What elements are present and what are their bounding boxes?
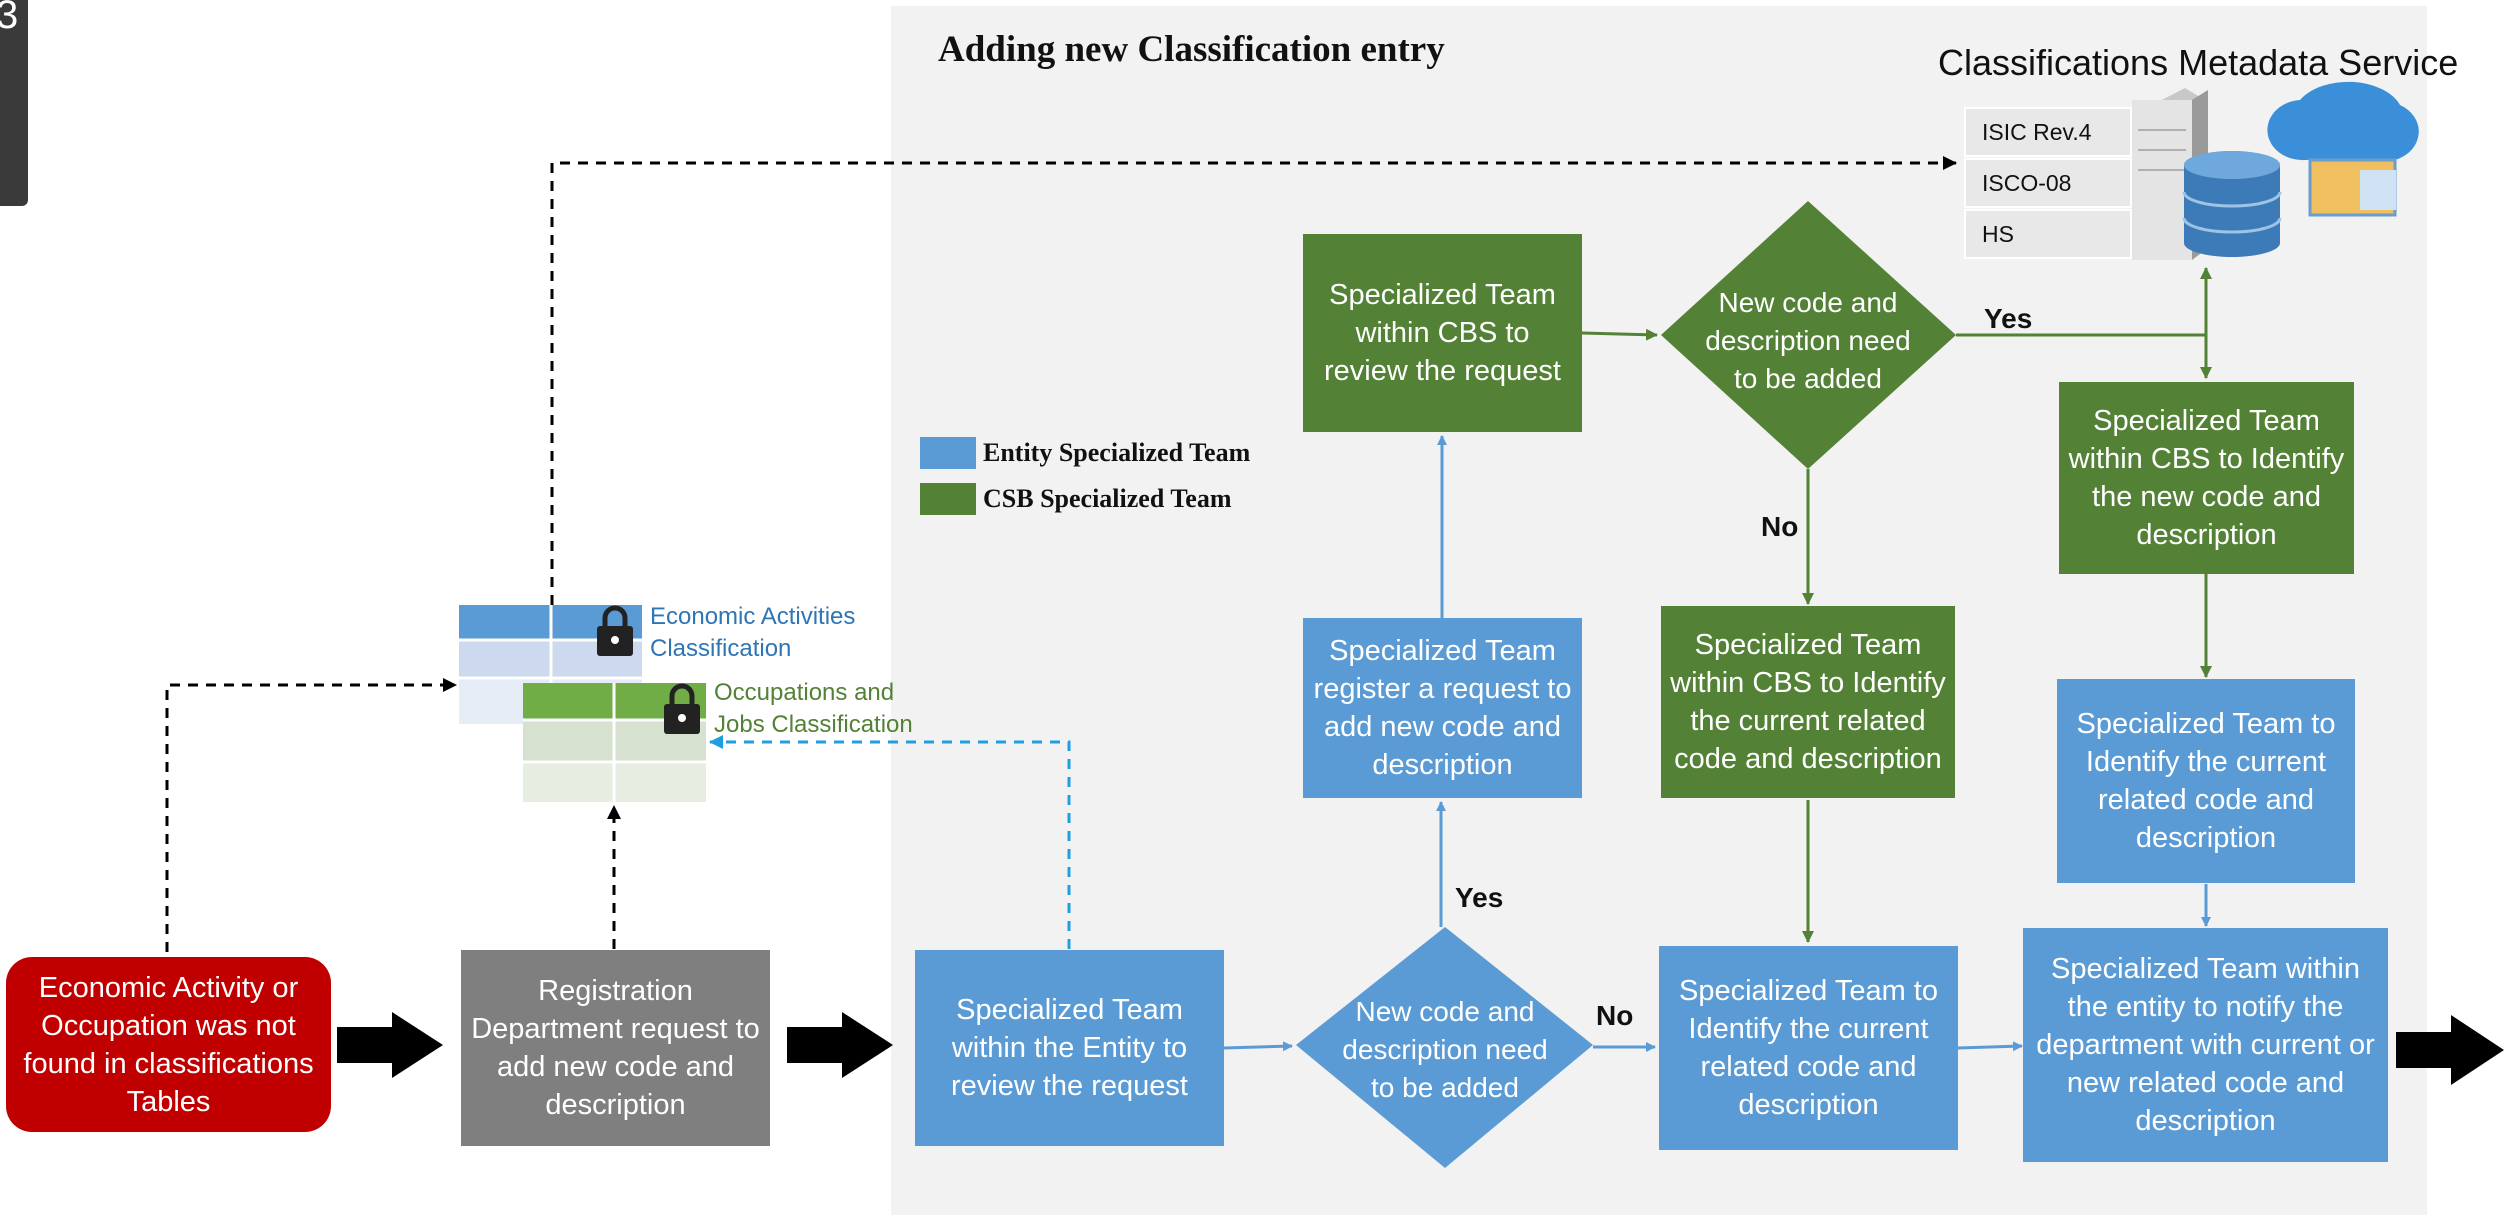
decision-entity-label: New code and description need to be adde… bbox=[1342, 996, 1548, 1103]
lock-icon-occupations bbox=[664, 683, 700, 734]
not-found-node: Economic Activity or Occupation was not … bbox=[6, 957, 331, 1132]
register-request-node: Specialized Team register a request to a… bbox=[1303, 618, 1582, 798]
team-identify-current-node: Specialized Team to Identify the current… bbox=[1659, 946, 1958, 1150]
occupations-label: Occupations and Jobs Classification bbox=[714, 679, 913, 738]
cbs-identify-current-node: Specialized Team within CBS to Identify … bbox=[1661, 606, 1955, 798]
block-arrow-3 bbox=[2396, 1015, 2504, 1085]
edge-label-yes-entity: Yes bbox=[1455, 882, 1504, 913]
service-item-isic: ISIC Rev.4 bbox=[1964, 107, 2132, 157]
decision-diamond-cbs bbox=[1661, 201, 1956, 469]
entity-review-node: Specialized Team within the Entity to re… bbox=[915, 950, 1224, 1146]
service-item-isco: ISCO-08 bbox=[1964, 158, 2132, 208]
legend-csb-swatch bbox=[920, 483, 976, 515]
occupations-table bbox=[523, 683, 706, 802]
edge-label-no-entity: No bbox=[1596, 1000, 1634, 1031]
edge-label-no-cbs: No bbox=[1761, 511, 1799, 542]
team-identify-current-node-right: Specialized Team to Identify the current… bbox=[2057, 679, 2355, 883]
lock-icon-economic bbox=[597, 605, 633, 656]
server-database-icon bbox=[2132, 81, 2419, 260]
block-arrow-1 bbox=[337, 1012, 443, 1078]
cbs-identify-new-node: Specialized Team within CBS to Identify … bbox=[2059, 382, 2354, 574]
slide-number-tab: 3 bbox=[0, 0, 28, 206]
legend-entity-label: Entity Specialized Team bbox=[983, 438, 1251, 467]
service-item-hs: HS bbox=[1964, 209, 2132, 259]
legend-csb-label: CSB Specialized Team bbox=[983, 484, 1232, 513]
diagram-heading: Adding new Classification entry bbox=[938, 29, 1445, 70]
decision-cbs-label: New code and description need to be adde… bbox=[1705, 287, 1911, 394]
cbs-review-node: Specialized Team within CBS to review th… bbox=[1303, 234, 1582, 432]
service-title: Classifications Metadata Service bbox=[1938, 42, 2459, 83]
block-arrow-2 bbox=[787, 1012, 893, 1078]
economic-activities-label: Economic Activities Classification bbox=[650, 603, 856, 662]
notify-department-node: Specialized Team within the entity to no… bbox=[2023, 928, 2388, 1162]
decision-diamond-entity bbox=[1296, 927, 1593, 1168]
registration-request-node: Registration Department request to add n… bbox=[461, 950, 770, 1146]
legend-entity-swatch bbox=[920, 437, 976, 469]
edge-label-yes-cbs: Yes bbox=[1984, 303, 2033, 334]
